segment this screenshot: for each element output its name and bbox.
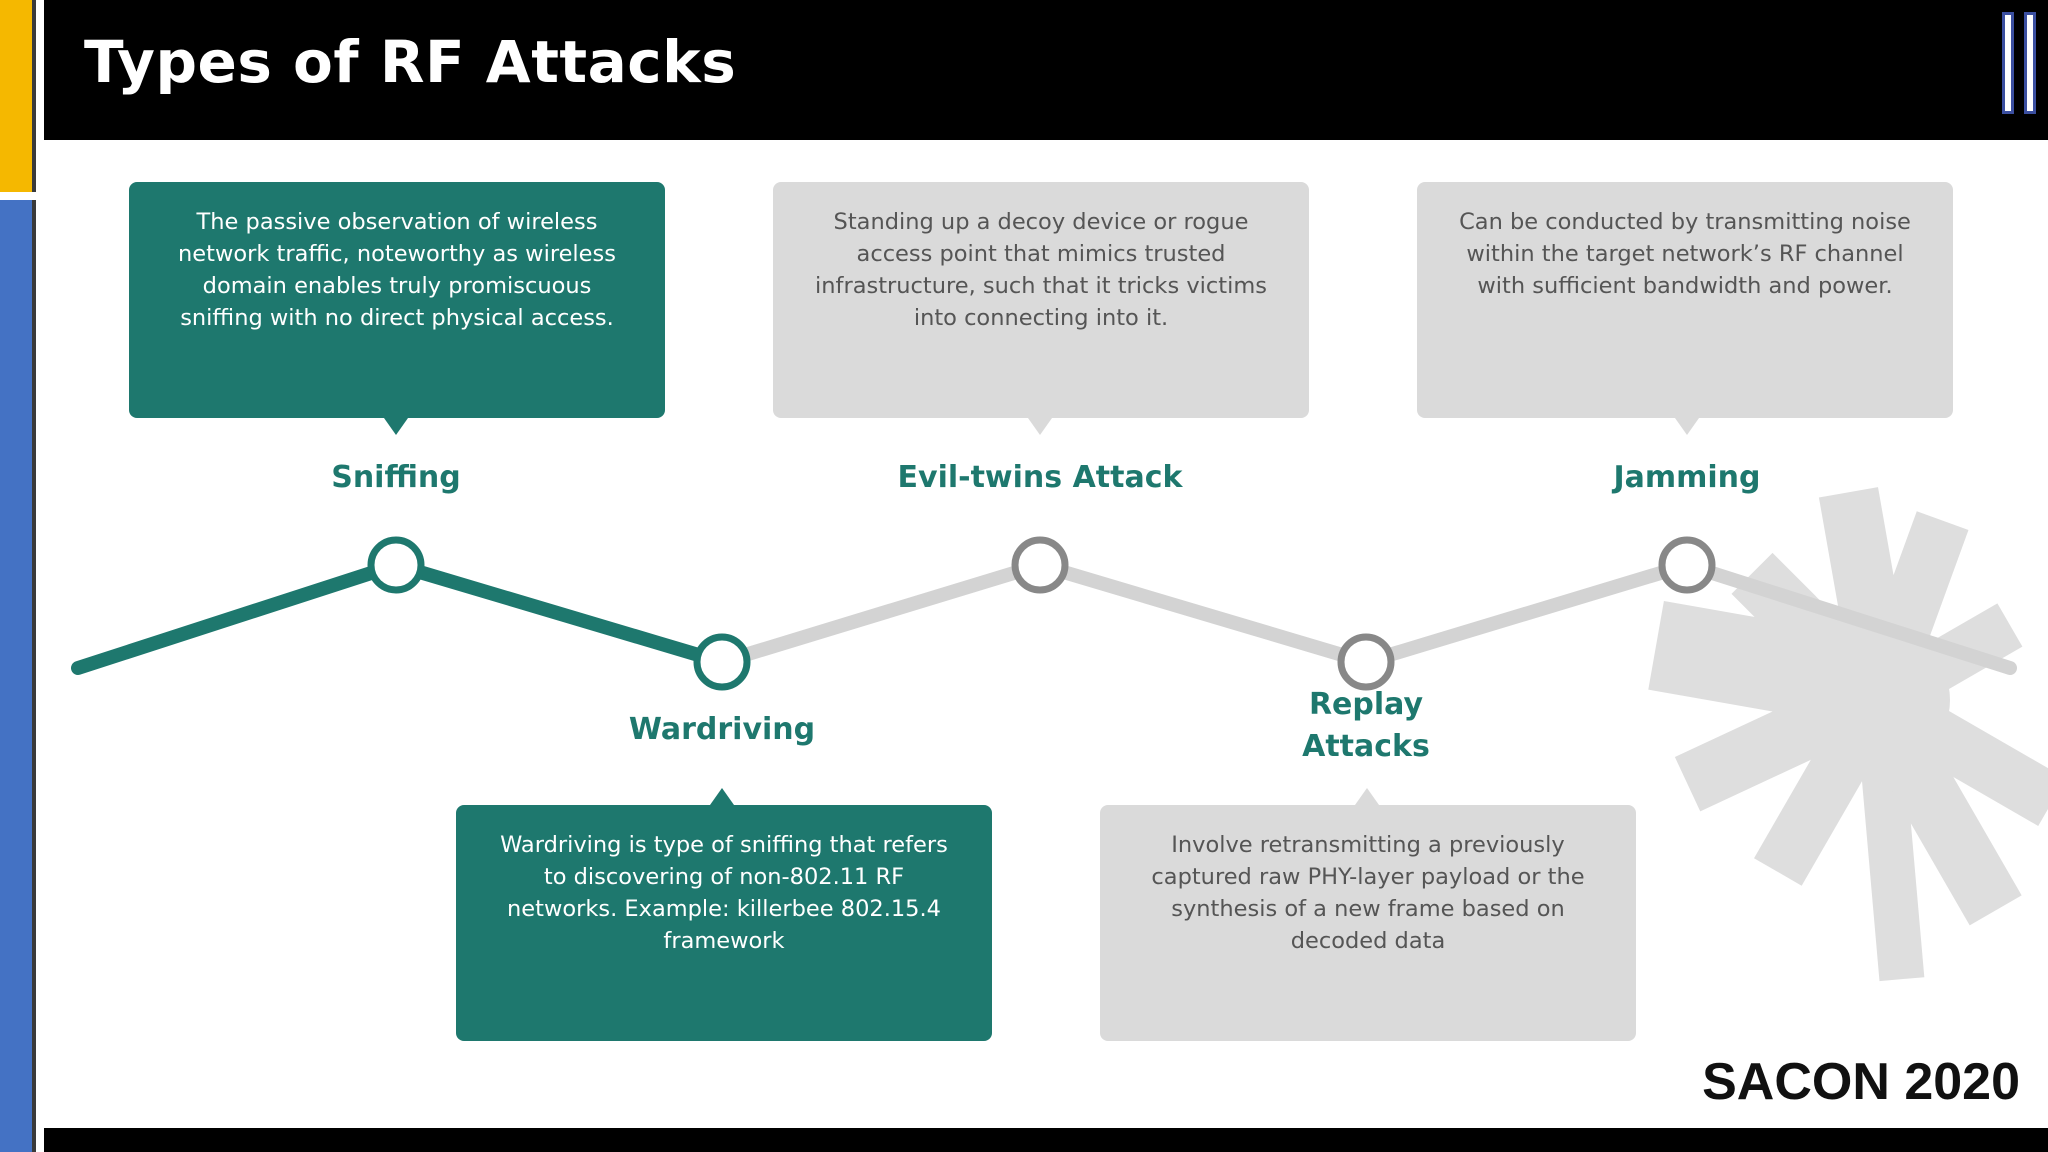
sniffing-label: Sniffing <box>331 460 461 495</box>
timeline-node-sniffing <box>367 536 425 594</box>
side-accent-yellow <box>0 0 36 192</box>
footer-bar <box>44 1128 2048 1152</box>
brand-text: SACON 2020 <box>1702 1053 2020 1111</box>
wardriving-label: Wardriving <box>628 712 816 747</box>
replay-description: Involve retransmitting a previously capt… <box>1100 805 1636 1041</box>
evil-twins-pointer <box>1028 418 1052 435</box>
jamming-label: Jamming <box>1613 460 1761 495</box>
timeline-node-evil-twins <box>1011 536 1069 594</box>
jamming-description: Can be conducted by transmitting noise w… <box>1417 182 1953 418</box>
side-accent-blue <box>0 200 36 1152</box>
slide-title: Types of RF Attacks <box>84 28 737 96</box>
timeline-node-wardriving <box>693 633 751 691</box>
timeline-node-jamming <box>1658 536 1716 594</box>
jamming-pointer <box>1675 418 1699 435</box>
wardriving-pointer <box>710 788 734 805</box>
evil-twins-description: Standing up a decoy device or rogue acce… <box>773 182 1309 418</box>
replay-pointer <box>1355 788 1379 805</box>
sniffing-pointer <box>384 418 408 435</box>
wardriving-description: Wardriving is type of sniffing that refe… <box>456 805 992 1041</box>
replay-label: Replay Attacks <box>1302 687 1430 764</box>
logo-bars-icon <box>2002 12 2040 116</box>
timeline-node-replay <box>1337 633 1395 691</box>
title-bar <box>44 0 2048 140</box>
evil-twins-label: Evil-twins Attack <box>897 460 1183 495</box>
sniffing-description: The passive observation of wireless netw… <box>129 182 665 418</box>
